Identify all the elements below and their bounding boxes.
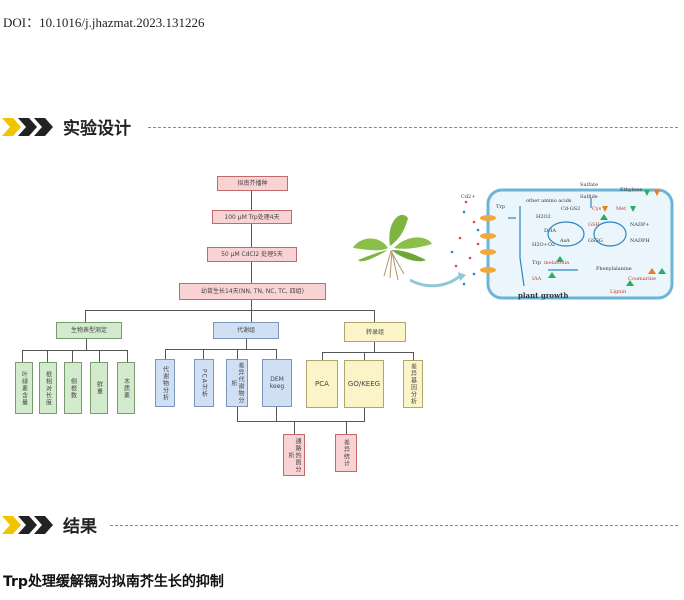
- yellow-item-go-kegg: GO/KEEG: [344, 360, 384, 408]
- label-melatonin: melatonin: [544, 260, 570, 266]
- section-title: 实验设计: [63, 119, 131, 139]
- green-item-lateral-roots: 侧根数: [64, 362, 82, 414]
- label-trp: Trp: [496, 204, 505, 210]
- section-header-results: 结果: [0, 512, 684, 538]
- label-gsh: GSH: [588, 222, 600, 228]
- flow-step-cd: 50 μM CdCl2 处理5天: [207, 247, 297, 262]
- yellow-item-diff-gene: 差异基因分析: [403, 360, 423, 408]
- blue-item-diff-metabolite: 差异代谢物分析: [226, 359, 248, 407]
- flow-step-trp: 100 μM Trp处理4天: [212, 210, 292, 224]
- label-nadph: NADPH: [630, 238, 650, 244]
- plant-illustration: [353, 214, 466, 288]
- label-coumarine: Coumarine: [628, 276, 656, 282]
- label-h2o-o2: H2O+O2: [532, 242, 555, 248]
- label-cys: Cys: [592, 206, 602, 212]
- label-h2o2: H2O2: [536, 214, 551, 220]
- label-gssg: GSSG: [588, 238, 603, 244]
- blue-item-metabolite: 代谢物分析: [155, 359, 175, 407]
- bottom-item-diff-stats: 差异统计: [335, 434, 357, 472]
- label-sulfide: Sulfide: [580, 194, 598, 200]
- label-plant-growth: plant growth: [518, 291, 568, 300]
- branch-metabolome: 代谢组: [213, 322, 279, 339]
- label-asa: AsA: [559, 238, 570, 244]
- section-header-design: 实验设计: [0, 114, 684, 140]
- doi-text: DOI：10.1016/j.jhazmat.2023.131226: [3, 15, 205, 30]
- label-met: Met: [616, 206, 626, 212]
- chevron-arrows-icon: [2, 118, 53, 136]
- section-title: 结果: [63, 517, 97, 537]
- branch-transcriptome: 转录组: [344, 322, 406, 342]
- section-divider: [148, 127, 678, 128]
- branch-phenotype: 生物表型测定: [56, 322, 122, 339]
- label-iaa: IAA: [532, 276, 542, 282]
- label-phenylalanine: Phenylalanine: [596, 266, 632, 272]
- green-item-lignin: 木质素: [117, 362, 135, 414]
- cell-membrane: [486, 188, 674, 300]
- label-lignin: Lignin: [610, 289, 627, 295]
- flow-step-sowing: 拟南芥播种: [217, 176, 288, 191]
- label-other-aa: other amino acids: [526, 198, 572, 204]
- section-divider: [110, 525, 678, 526]
- label-trp2: Trp: [532, 260, 541, 266]
- bottom-item-heatmap: 通路热图分析: [283, 434, 305, 476]
- blue-item-dem-kegg: DEM keeg: [262, 359, 292, 407]
- chevron-arrows-icon: [2, 516, 53, 534]
- blue-item-pca: PCA分析: [194, 359, 214, 407]
- label-nadp: NADP+: [630, 222, 650, 228]
- results-subheading: Trp处理缓解镉对拟南芥生长的抑制: [3, 574, 224, 590]
- yellow-item-pca: PCA: [306, 360, 338, 408]
- label-ethylene: Ethylene: [620, 187, 642, 193]
- label-cdgs2: Cd-GS2: [561, 206, 580, 212]
- flow-step-growth: 幼苗生长14天(NN, TN, NC, TC, 四组): [179, 283, 326, 300]
- label-sulfate: Sulfate: [580, 182, 598, 188]
- green-item-root-length: 根相对长度: [39, 362, 57, 414]
- label-cd: Cd2+: [461, 194, 475, 200]
- label-dha: DHA: [544, 228, 556, 234]
- mechanism-diagram: Cd2+ Trp other amino acids Sulfate Sulfi…: [348, 178, 678, 304]
- green-item-fresh-weight: 鲜重: [90, 362, 108, 414]
- green-item-chlorophyll: 叶绿素含量: [15, 362, 33, 414]
